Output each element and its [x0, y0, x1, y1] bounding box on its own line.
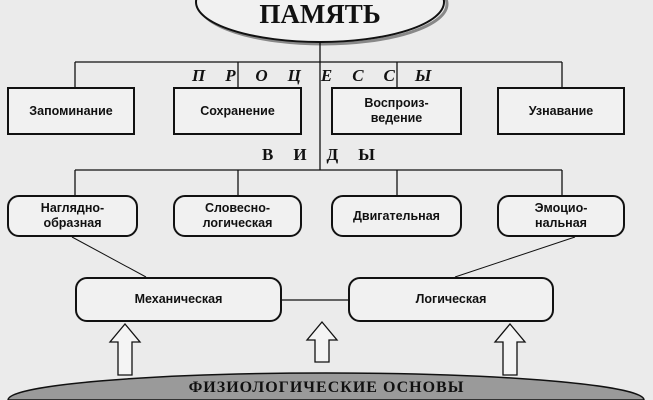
arrow-up-icon: [493, 322, 527, 376]
kind-mechanical: Механическая: [75, 277, 282, 322]
kind-logical: Логическая: [348, 277, 554, 322]
process-memorizing: Запоминание: [7, 87, 135, 135]
type-verbal-logical: Словесно- логическая: [173, 195, 302, 237]
process-reproduction: Воспроиз- ведение: [331, 87, 462, 135]
process-retention: Сохранение: [173, 87, 302, 135]
process-recognition: Узнавание: [497, 87, 625, 135]
arrow-up-icon: [305, 320, 339, 363]
base-label: ФИЗИОЛОГИЧЕСКИЕ ОСНОВЫ: [188, 379, 465, 396]
processes-heading: ПРОЦЕССЫ: [192, 66, 452, 85]
types-heading: ВИДЫ: [262, 145, 395, 164]
title: ПАМЯТЬ: [259, 0, 381, 29]
type-visual: Наглядно- образная: [7, 195, 138, 237]
type-motor: Двигательная: [331, 195, 462, 237]
arrow-up-icon: [108, 322, 142, 376]
base-ellipse: [7, 372, 645, 400]
type-emotional: Эмоцио- нальная: [497, 195, 625, 237]
